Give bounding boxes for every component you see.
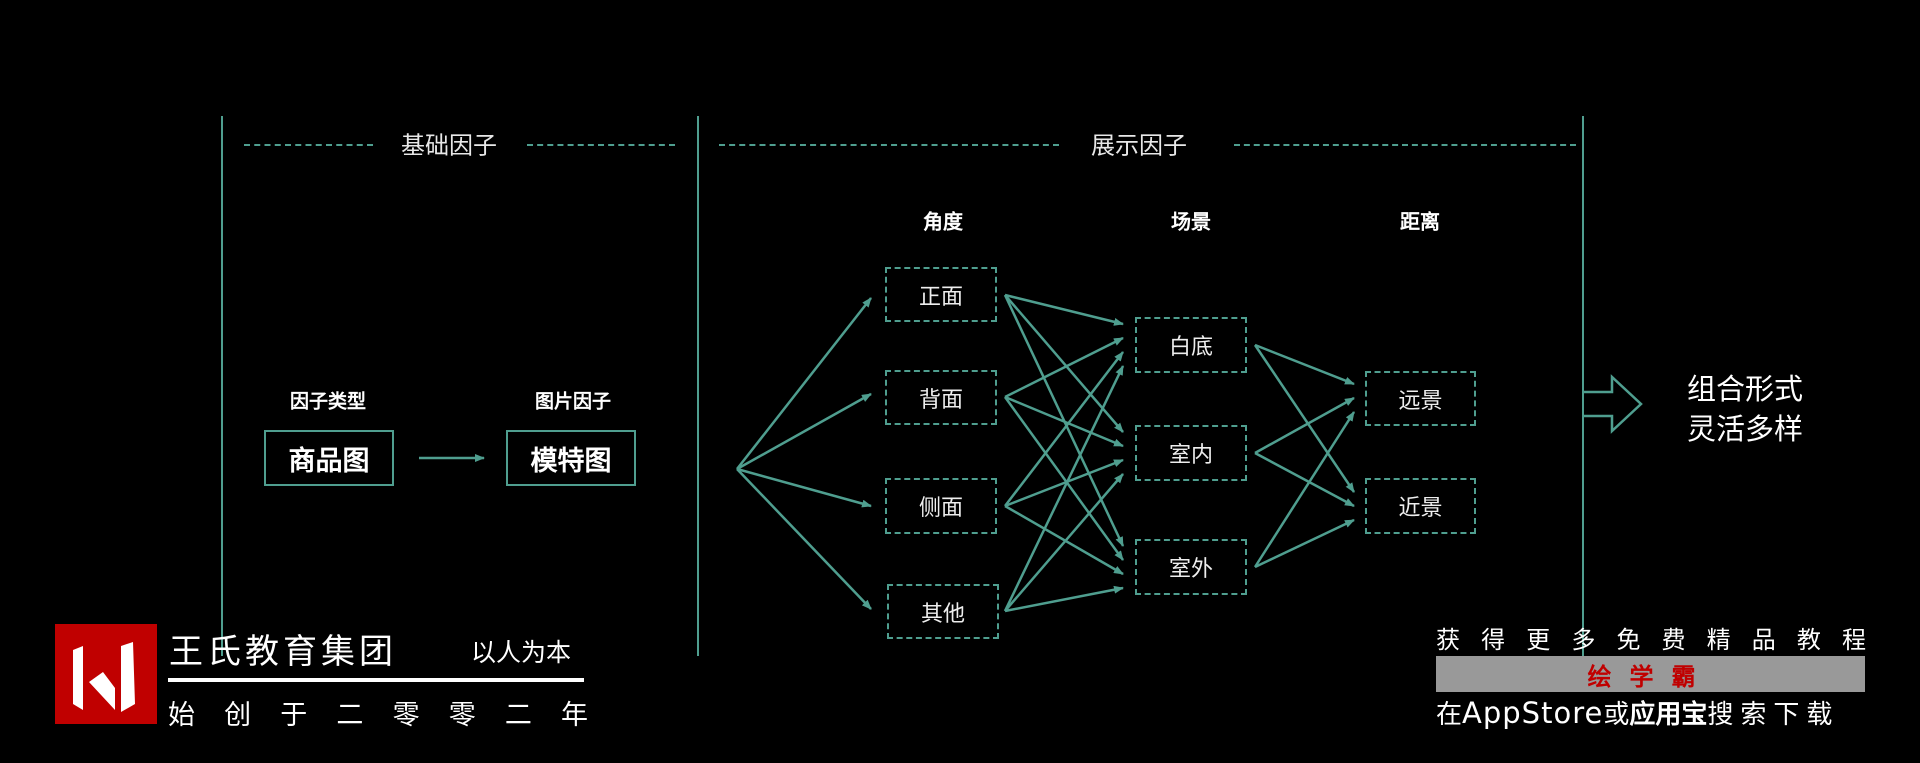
section-dash [1234, 144, 1576, 146]
image-factor-label: 图片因子 [534, 390, 612, 413]
divider-right [1582, 116, 1584, 656]
arrow-angle-to-scene [1004, 351, 1124, 507]
app-name-banner: 绘学霸 [1436, 656, 1865, 692]
promo-char: 费 [1661, 626, 1686, 654]
distance-near: 近景 [1365, 478, 1476, 534]
since-char: 二 [504, 700, 532, 731]
since-char: 创 [224, 700, 252, 731]
divider-middle [697, 116, 699, 656]
arrow-angle-to-scene [1004, 294, 1124, 433]
result-text: 组合形式 灵活多样 [1687, 369, 1803, 449]
angle-title: 角度 [923, 209, 963, 234]
since-char: 于 [280, 700, 308, 731]
scene-white: 白底 [1135, 317, 1247, 373]
arrow-fan-to-angle [736, 467, 872, 508]
section-display-title: 展示因子 [1091, 131, 1187, 160]
promo-char: 获 [1436, 626, 1460, 654]
promo-char: 精 [1706, 626, 1731, 654]
brand-divider [168, 678, 584, 682]
brand-motto: 以人为本 [471, 638, 572, 667]
promo-char: 更 [1526, 626, 1551, 654]
arrow-angle-to-scene [1004, 458, 1124, 508]
promo-char: 得 [1481, 626, 1506, 654]
angle-side: 侧面 [885, 478, 997, 534]
scene-title: 场景 [1171, 209, 1211, 234]
distance-title: 距离 [1400, 209, 1440, 234]
since-char: 二 [336, 700, 364, 731]
model-image-box: 模特图 [506, 430, 636, 486]
arrow-angle-to-scene [1003, 396, 1125, 561]
yingyongbao-text: 应用宝 [1629, 700, 1708, 730]
result-hollow-arrow [1584, 374, 1643, 434]
appstore-text: AppStore [1462, 696, 1604, 730]
arrow-scene-to-distance [1254, 396, 1355, 455]
arrow-angle-to-scene [1004, 293, 1124, 326]
product-image-box: 商品图 [264, 430, 394, 486]
promo-char: 多 [1571, 626, 1596, 654]
arrow-angle-to-scene [1004, 504, 1124, 576]
arrow-scene-to-distance [1253, 411, 1356, 568]
promo-text: 或 [1603, 700, 1630, 730]
scene-indoor: 室内 [1135, 425, 1247, 481]
promo-text: 搜索下载 [1707, 700, 1840, 730]
section-dash [719, 144, 1059, 146]
arrow-angle-to-scene [1004, 395, 1124, 448]
promo-text: 在 [1436, 700, 1463, 730]
since-char: 年 [560, 700, 588, 731]
arrow-angle-to-scene [1004, 336, 1124, 399]
brand-logo [55, 624, 157, 724]
factor-type-label: 因子类型 [289, 390, 367, 413]
promo-char: 教 [1796, 626, 1821, 654]
arrow-fan-to-angle [736, 297, 872, 470]
arrow-fan-to-angle [736, 468, 872, 610]
divider-left [221, 116, 223, 656]
section-basic-title: 基础因子 [401, 131, 497, 160]
promo-line1: 获得更多免费精品教程 [1436, 620, 1866, 655]
w-logo-icon [73, 642, 135, 712]
scene-outdoor: 室外 [1135, 539, 1247, 595]
angle-front: 正面 [885, 267, 997, 322]
arrow-scene-to-distance [1254, 451, 1355, 508]
arrow-scene-to-distance [1254, 343, 1355, 386]
promo-char: 品 [1751, 626, 1776, 654]
arrow-scene-to-distance [1254, 518, 1355, 569]
arrow-scene-to-distance [1253, 344, 1356, 493]
section-dash [527, 144, 675, 146]
promo-line2: 在AppStore或应用宝搜索下载 [1436, 694, 1866, 731]
section-dash [244, 144, 373, 146]
since-char: 始 [168, 700, 195, 731]
arrow-angle-to-scene [1004, 473, 1124, 612]
distance-far: 远景 [1365, 371, 1476, 426]
result-line2: 灵活多样 [1686, 412, 1804, 446]
since-char: 零 [392, 700, 420, 731]
angle-other: 其他 [887, 584, 999, 639]
result-line1: 组合形式 [1686, 372, 1804, 406]
arrow-angle-to-scene [1004, 585, 1124, 613]
promo-char: 免 [1616, 626, 1641, 654]
arrow-angle-to-scene [1003, 365, 1125, 612]
arrow-fan-to-angle [736, 392, 872, 471]
since-char: 零 [448, 700, 476, 731]
brand-since: 始创于二零零二年 [168, 693, 588, 732]
brand-name: 王氏教育集团 [169, 632, 397, 672]
angle-back: 背面 [885, 370, 997, 425]
promo-char: 程 [1841, 626, 1866, 654]
